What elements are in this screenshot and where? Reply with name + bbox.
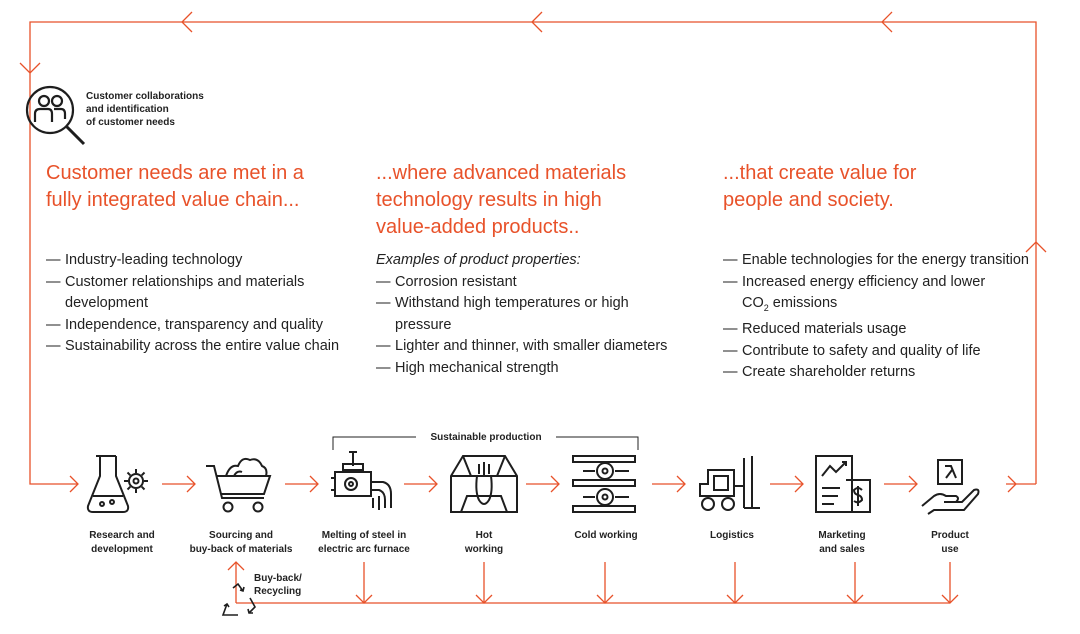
step-label-line: Product bbox=[931, 530, 969, 541]
flow-arrows bbox=[162, 475, 918, 493]
hand-product-icon bbox=[918, 456, 986, 520]
heading-line: ...that create value for bbox=[723, 162, 917, 184]
bullet-item: Enable technologies for the energy trans… bbox=[723, 250, 1043, 272]
bullet-item: Customer relationships and materials dev… bbox=[46, 272, 356, 315]
step-label-line: electric arc furnace bbox=[318, 543, 410, 555]
heading-line: fully integrated value chain... bbox=[46, 189, 300, 211]
step-label-cold-working: Cold working bbox=[558, 529, 654, 543]
column-heading: ...where advanced materials technology r… bbox=[376, 160, 676, 241]
bullet-item: Withstand high temperatures or high pres… bbox=[376, 293, 676, 336]
step-label-line: Logistics bbox=[710, 530, 754, 541]
flask-gear-icon bbox=[84, 452, 156, 516]
step-label-line: use bbox=[941, 543, 959, 555]
bullet-list: Enable technologies for the energy trans… bbox=[723, 250, 1043, 384]
bullet-item: Contribute to safety and quality of life bbox=[723, 341, 1043, 363]
bullet-item: Create shareholder returns bbox=[723, 362, 1043, 384]
step-label-line: development bbox=[91, 543, 153, 555]
step-label-logistics: Logistics bbox=[692, 529, 772, 543]
step-label-product-use: Product use bbox=[912, 529, 988, 556]
column-heading: ...that create value for people and soci… bbox=[723, 160, 1043, 214]
shopping-cart-icon bbox=[204, 452, 276, 516]
heading-line: technology results in high bbox=[376, 189, 602, 211]
step-label-hot-working: Hot working bbox=[444, 529, 524, 556]
bullet-item: Increased energy efficiency and lowerCO2… bbox=[723, 272, 1043, 320]
bullet-item: Corrosion resistant bbox=[376, 272, 676, 294]
recycling-caption-line: Recycling bbox=[254, 586, 302, 597]
step-label-line: and sales bbox=[819, 543, 865, 555]
column-advanced-materials: ...where advanced materials technology r… bbox=[376, 160, 676, 379]
return-flow bbox=[227, 561, 959, 604]
step-label-sourcing: Sourcing and buy-back of materials bbox=[178, 529, 304, 556]
customer-caption: Customer collaborations and identificati… bbox=[86, 90, 204, 129]
customer-search-icon bbox=[24, 84, 90, 150]
heading-line: value-added products.. bbox=[376, 216, 580, 238]
bullet-list: Industry-leading technology Customer rel… bbox=[46, 250, 356, 358]
top-loop bbox=[19, 11, 1047, 493]
co2-suffix: emissions bbox=[768, 295, 838, 311]
bullet-item: Independence, transparency and quality bbox=[46, 315, 356, 337]
column-integrated-value-chain: Customer needs are met in a fully integr… bbox=[46, 160, 356, 358]
bullet-list: Corrosion resistant Withstand high tempe… bbox=[376, 272, 676, 380]
customer-caption-line: of customer needs bbox=[86, 117, 175, 128]
bullet-item: Sustainability across the entire value c… bbox=[46, 336, 356, 358]
heading-line: Customer needs are met in a bbox=[46, 162, 304, 184]
step-label-research: Research and development bbox=[74, 529, 170, 556]
step-label-line: Research and bbox=[89, 530, 155, 541]
recycling-caption-line: Buy-back/ bbox=[254, 573, 302, 584]
step-label-line: Melting of steel in bbox=[321, 530, 407, 541]
marketing-icon bbox=[812, 452, 884, 516]
step-label-line: Sourcing and bbox=[209, 530, 273, 541]
bullet-item: Reduced materials usage bbox=[723, 319, 1043, 341]
step-label-line: buy-back of materials bbox=[189, 543, 293, 555]
heading-line: people and society. bbox=[723, 189, 894, 211]
bullet-item: Lighter and thinner, with smaller diamet… bbox=[376, 336, 676, 358]
sustainable-production-bracket bbox=[332, 436, 639, 450]
step-label-line: Hot bbox=[475, 530, 493, 541]
rollers-icon bbox=[569, 452, 641, 516]
co2-prefix: CO bbox=[742, 295, 764, 311]
customer-caption-line: Customer collaborations bbox=[86, 91, 204, 102]
furnace-icon bbox=[327, 450, 399, 516]
product-properties-note: Examples of product properties: bbox=[376, 252, 581, 268]
column-heading: Customer needs are met in a fully integr… bbox=[46, 160, 356, 214]
step-label-melting: Melting of steel in electric arc furnace bbox=[304, 529, 424, 556]
step-label-line: working bbox=[464, 543, 504, 555]
step-label-marketing: Marketing and sales bbox=[802, 529, 882, 556]
hot-working-icon bbox=[447, 452, 519, 516]
recycling-caption: Buy-back/ Recycling bbox=[254, 572, 302, 598]
bullet-item: High mechanical strength bbox=[376, 358, 676, 380]
column-value-for-society: ...that create value for people and soci… bbox=[723, 160, 1043, 384]
customer-caption-line: and identification bbox=[86, 104, 169, 115]
heading-line: ...where advanced materials bbox=[376, 162, 627, 184]
sustainable-production-label: Sustainable production bbox=[430, 432, 542, 443]
co2-subscript: 2 bbox=[763, 302, 769, 313]
bullet-item: Industry-leading technology bbox=[46, 250, 356, 272]
bullet-text: Increased energy efficiency and lower bbox=[742, 273, 986, 290]
step-label-line: Cold working bbox=[574, 530, 638, 541]
recycle-icon bbox=[218, 582, 258, 618]
forklift-icon bbox=[694, 452, 766, 516]
step-label-line: Marketing bbox=[818, 530, 866, 541]
